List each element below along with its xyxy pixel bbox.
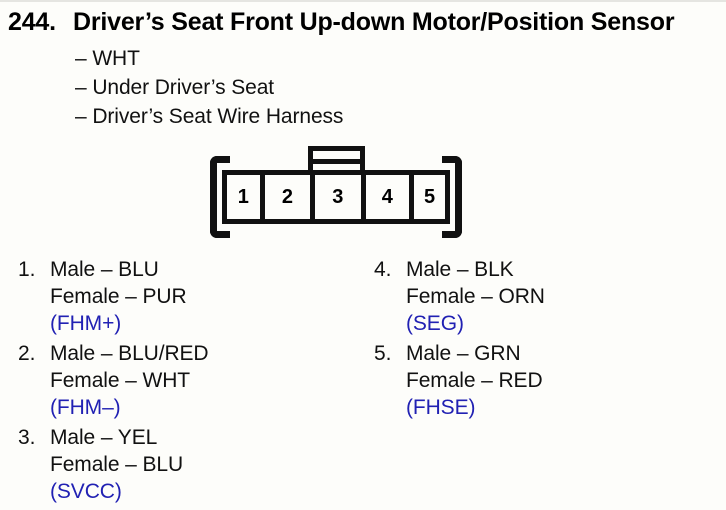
terminal-name: (FHM+) [50,312,122,335]
attribute-location: – Under Driver’s Seat [75,76,275,99]
female-wire-color: Female – BLU [50,453,184,476]
pin-item-number: 3. [18,426,36,449]
pin-item-number: 5. [374,342,392,365]
pin-cell-3: 3 [315,175,366,219]
entry-title: Driver’s Seat Front Up-down Motor/Positi… [73,8,675,36]
male-wire-color: Male – BLU/RED [50,342,209,365]
female-wire-color: Female – WHT [50,369,190,392]
terminal-name: (FHM–) [50,396,121,419]
male-wire-color: Male – YEL [50,426,158,449]
pinout-item-1: 1. Male – BLU Female – PUR (FHM+) [18,256,209,337]
pin-number: 2 [281,185,293,208]
lock-tab-divider [313,159,360,164]
pin-item-number: 4. [374,258,392,281]
pin-item-number: 1. [18,258,36,281]
attribute-harness: – Driver’s Seat Wire Harness [75,105,344,128]
pin-cell-1: 1 [227,175,265,219]
terminal-name: (SVCC) [50,480,122,503]
connector-diagram: 1 2 3 4 5 [208,144,464,240]
scan-artifact-line [0,0,726,2]
male-wire-color: Male – BLK [406,258,514,281]
terminal-name: (FHSE) [406,396,476,419]
pinout-column-right: 4. Male – BLK Female – ORN (SEG) 5. Male… [374,256,545,424]
connector-body: 1 2 3 4 5 [222,170,450,224]
pin-number: 3 [332,185,344,208]
entry-number: 244. [8,8,56,36]
female-wire-color: Female – RED [406,369,543,392]
male-wire-color: Male – GRN [406,342,521,365]
pin-number: 1 [237,185,249,208]
male-wire-color: Male – BLU [50,258,159,281]
pinout-item-3: 3. Male – YEL Female – BLU (SVCC) [18,424,209,505]
pin-number: 4 [381,185,393,208]
pinout-item-4: 4. Male – BLK Female – ORN (SEG) [374,256,545,337]
attribute-wire-color: – WHT [75,47,140,70]
page-title: 244. Driver’s Seat Front Up-down Motor/P… [8,8,675,37]
pin-cell-5: 5 [414,175,445,219]
pin-cell-4: 4 [366,175,415,219]
pinout-item-2: 2. Male – BLU/RED Female – WHT (FHM–) [18,340,209,421]
pin-cell-2: 2 [265,175,316,219]
pinout-item-5: 5. Male – GRN Female – RED (FHSE) [374,340,545,421]
pin-number: 5 [423,185,436,208]
female-wire-color: Female – ORN [406,285,545,308]
female-wire-color: Female – PUR [50,285,187,308]
pin-item-number: 2. [18,342,36,365]
connector-attributes: – WHT – Under Driver’s Seat – Driver’s S… [75,44,343,131]
pinout-column-left: 1. Male – BLU Female – PUR (FHM+) 2. Mal… [18,256,209,508]
terminal-name: (SEG) [406,312,464,335]
